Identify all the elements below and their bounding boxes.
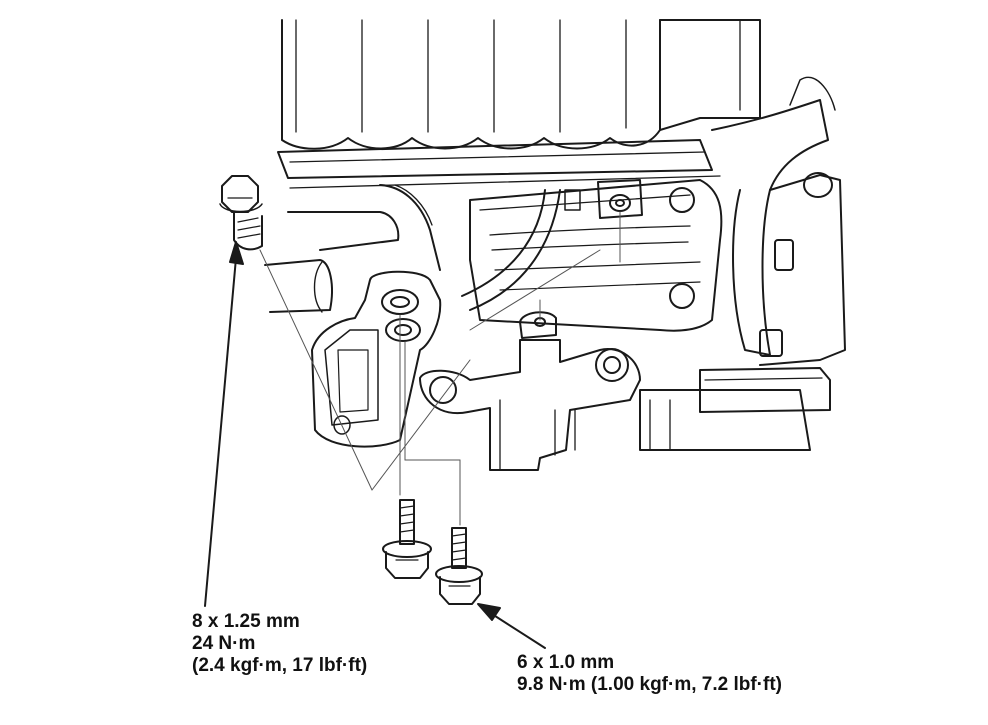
lower-bracket: [419, 311, 641, 471]
leader-arrow-large-bolt: [204, 241, 244, 607]
left-pipe: [264, 211, 400, 313]
intake-manifold: [277, 19, 761, 189]
engine-block-right: [639, 76, 846, 451]
small-bolt-size: 6 x 1.0 mm: [517, 652, 615, 673]
large-bolt-torque-alt: (2.4 kgf·m, 17 lbf·ft): [192, 655, 368, 676]
small-bolt-torque-callout: 6 x 1.0 mm 9.8 N·m (1.00 kgf·m, 7.2 lbf·…: [517, 652, 782, 696]
leader-arrow-small-bolt: [477, 603, 546, 649]
small-bolt-torque: 9.8 N·m (1.00 kgf·m, 7.2 lbf·ft): [517, 674, 782, 695]
large-bolt-torque: 24 N·m: [192, 633, 256, 654]
large-bolt-icon: [219, 175, 263, 251]
small-bolt-icon-1: [382, 499, 432, 579]
center-housing: [469, 179, 723, 332]
large-bolt-size: 8 x 1.25 mm: [192, 611, 300, 632]
hose: [379, 184, 561, 311]
large-bolt-torque-callout: 8 x 1.25 mm 24 N·m (2.4 kgf·m, 17 lbf·ft…: [192, 611, 367, 677]
small-bolt-icon-2: [435, 527, 483, 605]
guide-lines: [259, 211, 621, 526]
